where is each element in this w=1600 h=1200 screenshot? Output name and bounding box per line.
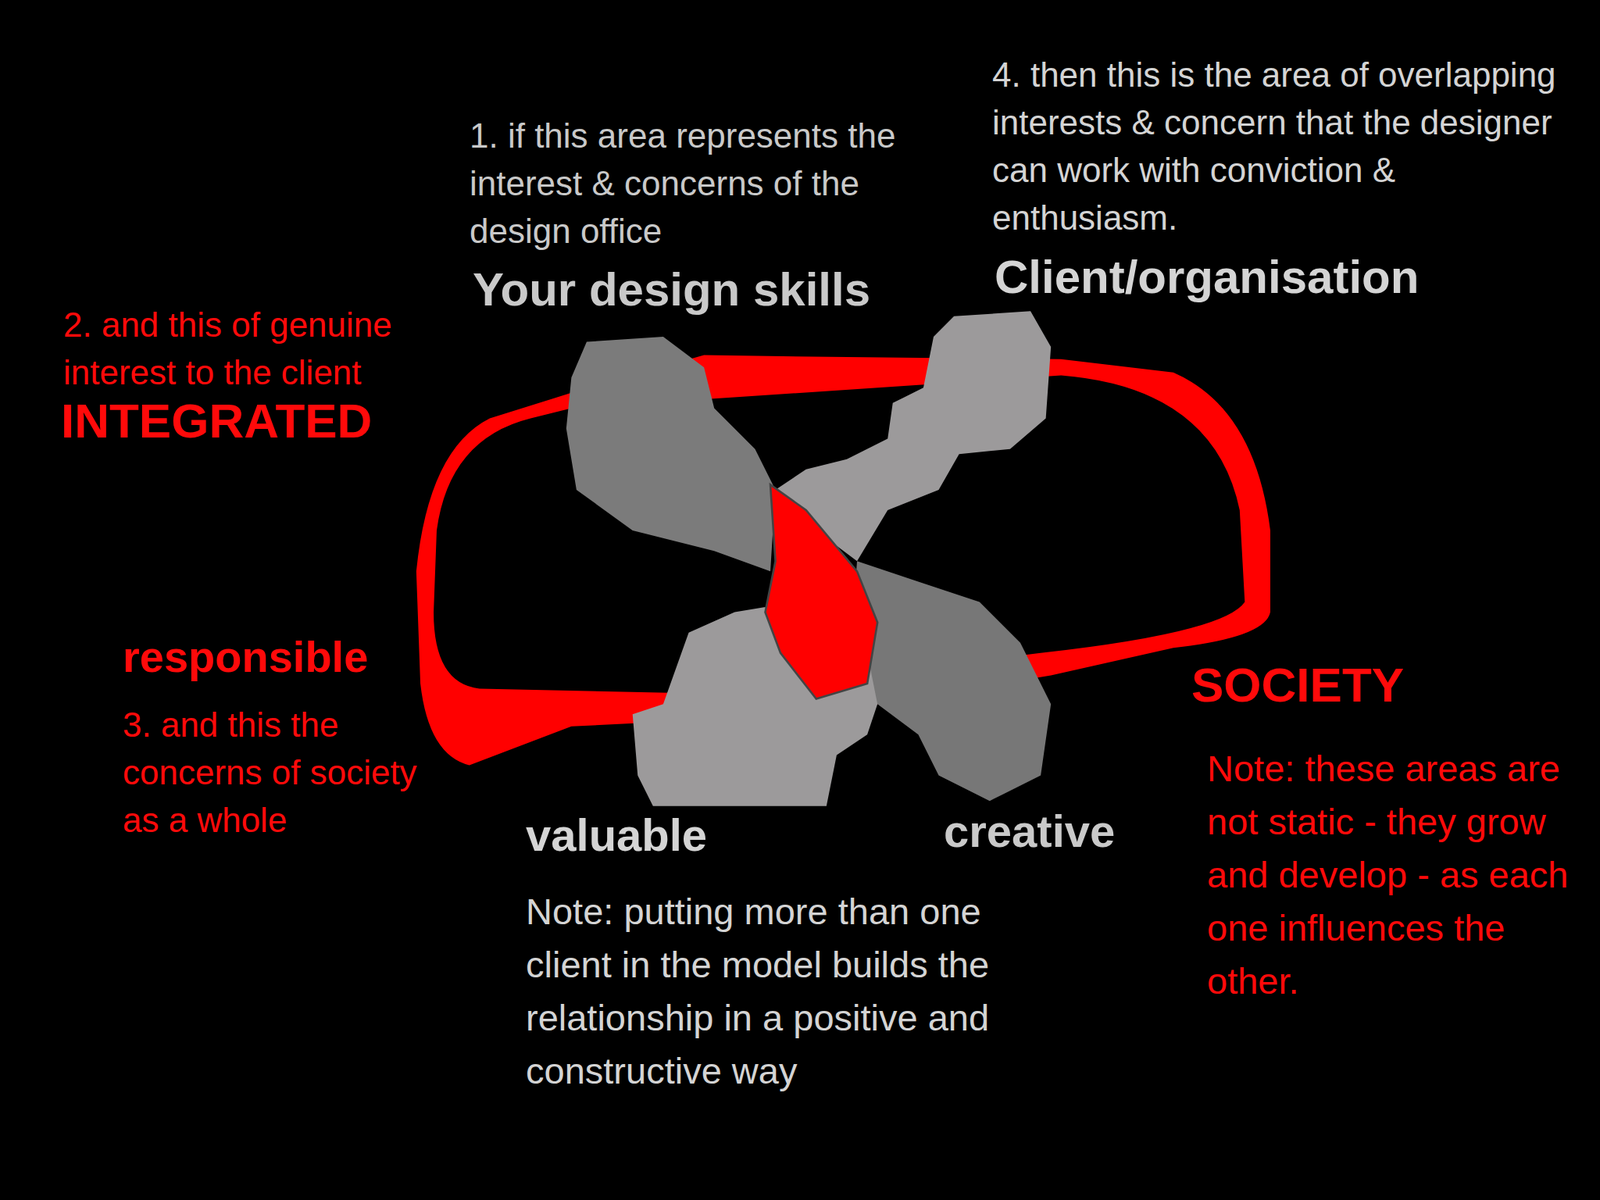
- quality-heading: INTEGRATED: [60, 394, 372, 448]
- quality-heading: responsible: [122, 632, 368, 682]
- quality-heading: valuable: [525, 810, 708, 861]
- design-skills-blob: [566, 336, 776, 572]
- note-text: Note: these areas are not static - they …: [1207, 742, 1575, 1008]
- area-heading: SOCIETY: [1191, 658, 1404, 712]
- callout-text: 3. and this the concerns of society as a…: [122, 700, 459, 844]
- quality-heading: creative: [943, 806, 1115, 857]
- area-heading: Client/organisation: [994, 251, 1419, 304]
- note-text: Note: putting more than one client in th…: [525, 885, 1026, 1098]
- callout-text: 4. then this is the area of overlapping …: [992, 50, 1571, 242]
- area-heading: Your design skills: [472, 264, 871, 316]
- callout-text: 2. and this of genuine interest to the c…: [63, 300, 462, 397]
- callout-text: 1. if this area represents the interest …: [469, 111, 947, 255]
- creative-blob: [846, 560, 1051, 801]
- overlap-area: [765, 484, 879, 699]
